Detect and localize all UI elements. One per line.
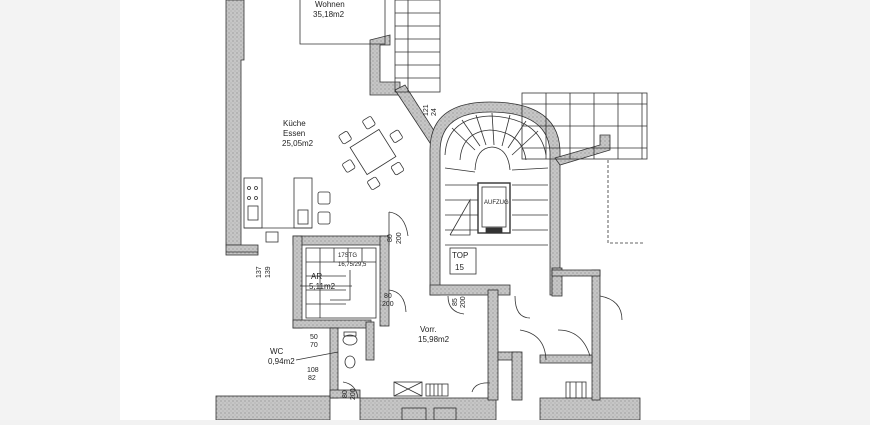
room-name-wc: WC — [270, 347, 284, 356]
room-name-kueche: Küche — [283, 119, 306, 128]
room-area-vorr: 15,98m2 — [418, 335, 450, 344]
dim-window-upper-h: 24 — [431, 108, 438, 116]
upper-staircase — [394, 0, 441, 93]
top-label: TOP — [452, 251, 468, 260]
stairs-dimension: 16,75/29,5 — [338, 262, 367, 268]
wall-ar-top — [292, 235, 390, 246]
wall-shaft-left — [551, 267, 563, 297]
wall-wc-left — [329, 327, 339, 399]
wall-ar-left — [292, 235, 303, 329]
wall-right-mid — [539, 354, 593, 364]
dim-door-ar-h: 200 — [382, 301, 394, 308]
door-corridor-b — [519, 329, 547, 361]
door-corridor-a — [514, 295, 531, 319]
floor-plan-sheet: Wohnen 35,18m2 Küche Essen 25,05m2 AR 5,… — [120, 0, 750, 421]
dining-table — [338, 116, 405, 190]
doors — [342, 211, 623, 399]
left-margin — [0, 0, 120, 420]
wall-left-exterior — [225, 0, 245, 246]
door-wc — [342, 381, 359, 399]
dim-137: 137 — [256, 266, 263, 278]
dim-wc-door-w: 50 — [310, 334, 318, 341]
room-area-ar: 5,11m2 — [309, 282, 336, 291]
wc-fixtures — [342, 331, 358, 369]
wohnen-frame — [299, 0, 386, 45]
wall-stair-top — [369, 34, 401, 96]
elevator-label: AUFZUG — [484, 200, 509, 206]
room-name-vorr: Vorr. — [420, 325, 436, 334]
wall-shaft-right — [591, 269, 601, 401]
stairs-count: 17STG — [338, 253, 357, 259]
wall-left-bottom — [225, 244, 259, 256]
wall-corridor-left — [487, 289, 499, 401]
wall-ar-bottom — [292, 319, 372, 329]
door-stair — [447, 295, 465, 315]
room-name-ar: AR — [311, 272, 322, 281]
wall-wc-bottom — [329, 389, 361, 399]
right-margin — [750, 0, 870, 420]
wall-bottom-right — [539, 397, 641, 421]
room-area-wohnen: 35,18m2 — [313, 10, 345, 19]
door-kitchen — [388, 211, 409, 237]
dimension-labels: 137 139 80 200 80 200 85 200 50 70 108 8… — [256, 104, 467, 400]
kitchen-counter — [243, 177, 331, 243]
room-area-kueche: 25,05m2 — [282, 139, 314, 148]
door-bottom — [471, 382, 491, 393]
wall-shaft-top — [551, 269, 601, 277]
dim-door-stair-w: 85 — [452, 298, 459, 306]
top-box — [449, 247, 477, 275]
spiral-staircase — [444, 112, 549, 246]
ar-staircase — [305, 247, 377, 319]
top-number: 15 — [455, 263, 464, 272]
dim-window-upper-w: 121 — [423, 104, 430, 116]
floor-plan-drawing: Wohnen 35,18m2 Küche Essen 25,05m2 AR 5,… — [215, 0, 648, 421]
room-name-essen: Essen — [283, 129, 305, 138]
wall-bottom-mid — [359, 397, 497, 421]
dim-door-kitchen-w: 80 — [387, 234, 394, 242]
elevator — [477, 182, 511, 234]
wall-bottom-left — [215, 395, 331, 421]
dim-door-stair-h: 200 — [460, 296, 467, 308]
dim-door-bottom-w: 80 — [342, 390, 349, 398]
dim-wc-door-h: 70 — [310, 342, 318, 349]
thin-lines — [226, 0, 648, 421]
door-ar — [388, 289, 407, 313]
door-right — [599, 295, 623, 321]
wall-ar-right — [379, 235, 390, 327]
terrace-grid — [521, 92, 648, 244]
walls — [215, 0, 641, 421]
wc-leader-line — [295, 351, 339, 361]
dim-139: 139 — [265, 266, 272, 278]
dim-wc-window-w: 108 — [307, 367, 319, 374]
dim-wc-window-h: 82 — [308, 375, 316, 382]
wall-balcony — [554, 134, 611, 166]
dim-door-bottom-h: 200 — [350, 388, 357, 400]
dim-door-kitchen-h: 200 — [396, 232, 403, 244]
room-area-wc: 0,94m2 — [268, 357, 295, 366]
wall-corridor-inner — [511, 351, 523, 401]
wall-rotunda — [429, 101, 561, 296]
dim-door-ar-w: 80 — [384, 293, 392, 300]
wall-wc-right — [365, 321, 375, 361]
door-shaft — [557, 329, 591, 357]
room-name-wohnen: Wohnen — [315, 0, 345, 9]
wall-rotunda-bottom — [429, 284, 511, 296]
room-labels: Wohnen 35,18m2 Küche Essen 25,05m2 AR 5,… — [268, 0, 509, 366]
